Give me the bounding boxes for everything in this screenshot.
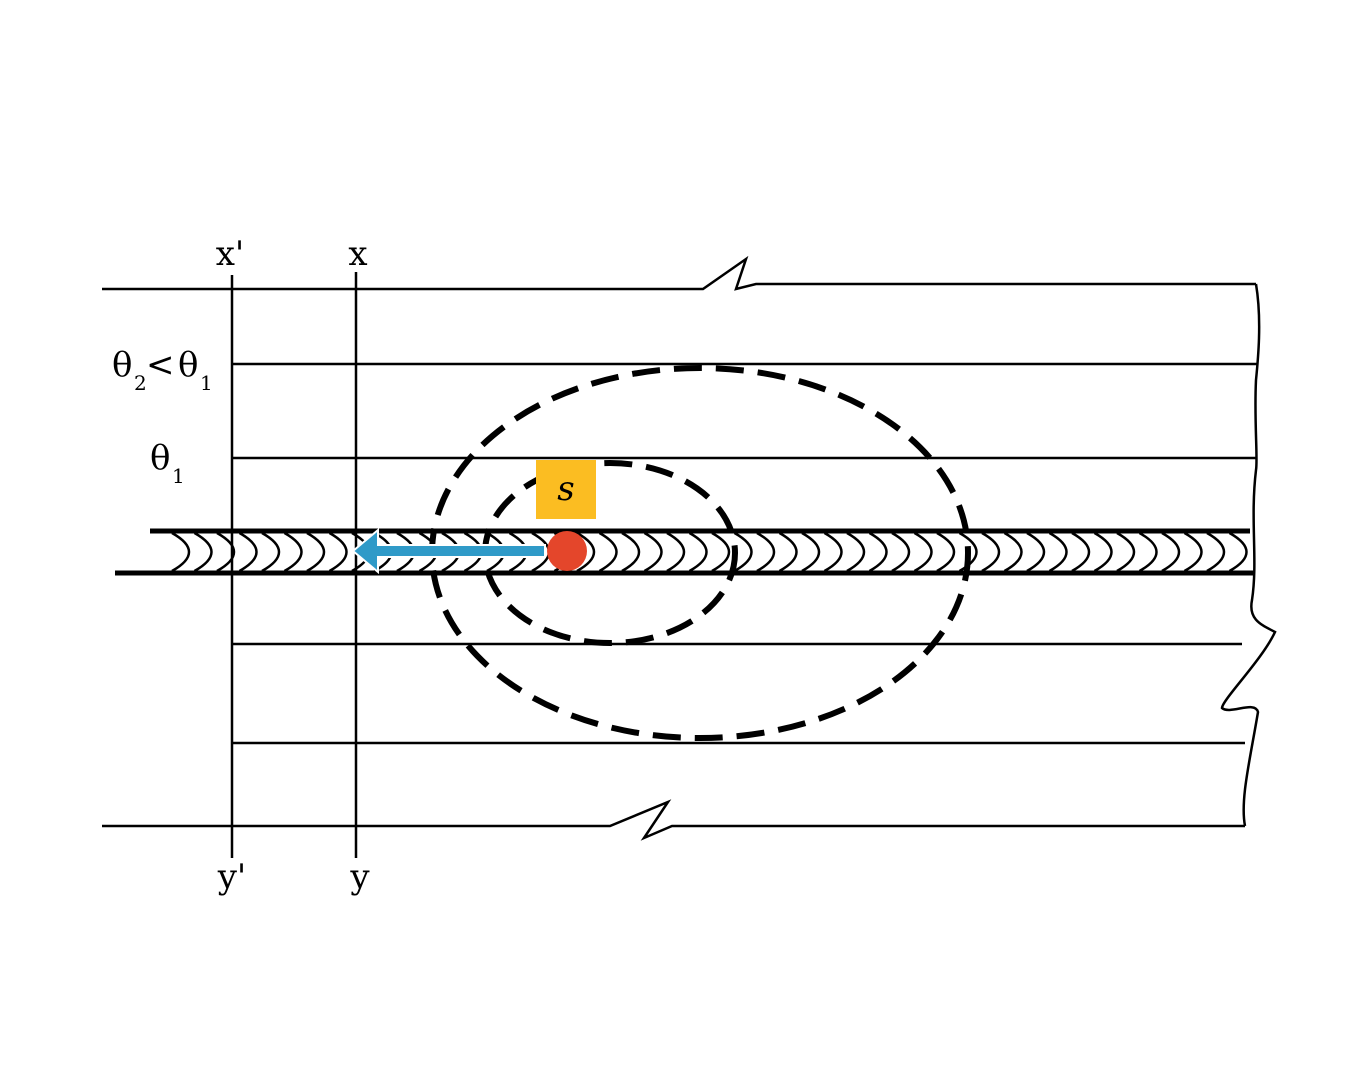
weld-ripple [1093, 531, 1113, 573]
label-x-prime: x' [216, 234, 245, 274]
weld-ripple [733, 531, 753, 573]
weld-ripple [981, 531, 1001, 573]
weld-ripple [216, 531, 236, 573]
weld-ripple [238, 531, 258, 573]
plate-right-break-edge [1220, 283, 1277, 827]
weld-ripple [598, 531, 618, 573]
less-than-symbol: < [146, 345, 175, 385]
weld-ripple [1228, 531, 1248, 573]
weld-ripple [868, 531, 888, 573]
weld-ripple [801, 531, 821, 573]
weld-ripple [1138, 531, 1158, 573]
weld-ripple [936, 531, 956, 573]
weld-ripple [576, 531, 596, 573]
weld-ripple [306, 531, 326, 573]
plate-bottom-edge [102, 799, 1245, 841]
theta2-subscript: 2 [134, 371, 147, 395]
weld-ripple [913, 531, 933, 573]
weld-ripple [1071, 531, 1091, 573]
label-theta1: θ 1 [150, 438, 185, 488]
weld-ripple [328, 531, 348, 573]
heat-source-point [547, 531, 587, 571]
weld-ripple [1048, 531, 1068, 573]
theta1-subscript: 1 [172, 464, 185, 488]
plate-top-edge [102, 255, 1256, 291]
weld-ripple [1116, 531, 1136, 573]
weld-ripple [711, 531, 731, 573]
source-box [536, 460, 596, 519]
theta2-symbol: θ [112, 345, 132, 385]
weld-ripple [283, 531, 303, 573]
weld-ripple [621, 531, 641, 573]
theta1-symbol: θ [150, 438, 170, 478]
label-theta2-less-than-theta1: θ 2 < θ 1 [112, 345, 213, 395]
weld-ripple [1183, 531, 1203, 573]
weld-ripple [688, 531, 708, 573]
weld-ripple [193, 531, 213, 573]
weld-ripple [1161, 531, 1181, 573]
label-y: y [349, 857, 370, 897]
weld-ripple [666, 531, 686, 573]
theta1-symbol: θ [178, 345, 198, 385]
weld-ripple [261, 531, 281, 573]
weld-ripple [1206, 531, 1226, 573]
weld-ripple [756, 531, 776, 573]
theta1-subscript: 1 [200, 371, 213, 395]
weld-ripple [823, 531, 843, 573]
weld-ripple [891, 531, 911, 573]
weld-ripple [1003, 531, 1023, 573]
label-x: x [348, 234, 367, 274]
weld-ripple [778, 531, 798, 573]
welding-direction-arrow [351, 527, 546, 575]
weld-ripple [846, 531, 866, 573]
label-y-prime: y' [217, 857, 247, 897]
weld-bead-ripples [171, 531, 1248, 573]
weld-ripple [643, 531, 663, 573]
weld-ripple [171, 531, 191, 573]
weld-ripple [1026, 531, 1046, 573]
source-label: s [557, 469, 574, 509]
